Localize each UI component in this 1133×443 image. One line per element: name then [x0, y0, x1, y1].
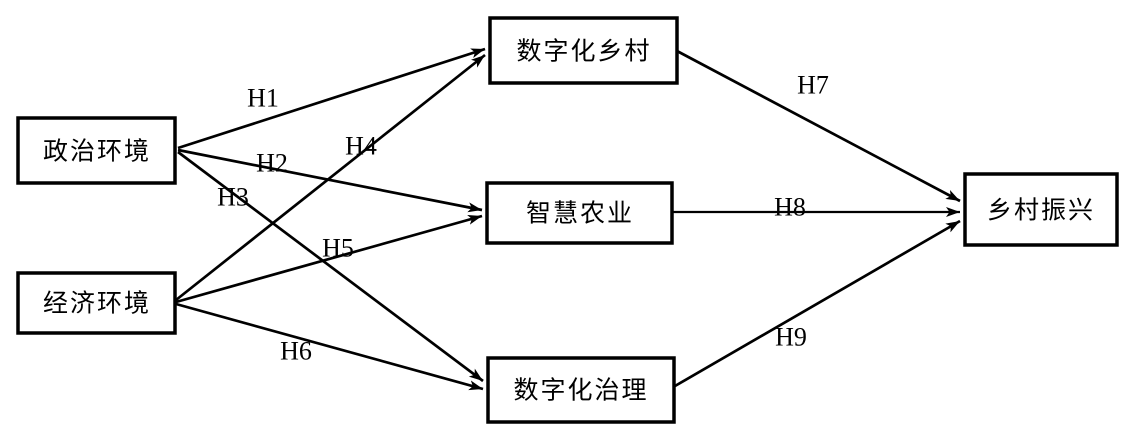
edge-group [175, 47, 961, 391]
node-digital-village: 数字化乡村 [488, 16, 679, 85]
node-smart-agriculture: 智慧农业 [485, 181, 674, 245]
edge-h9-digital-governance-to-rural [674, 219, 961, 388]
node-digital-village-box [488, 16, 679, 85]
edge-h2-political-to-smart-agriculture [177, 148, 483, 213]
edge-label-h9: H9 [775, 323, 807, 352]
edge-label-h1: H1 [247, 84, 279, 113]
edge-label-h5: H5 [322, 234, 354, 263]
node-rural-revitalization: 乡村振兴 [963, 172, 1119, 247]
node-digital-governance: 数字化治理 [486, 356, 676, 424]
node-digital-village-label: 数字化乡村 [516, 38, 651, 66]
node-economic-environment-label: 经济环境 [43, 290, 151, 318]
node-group: 政治环境 经济环境 数字化乡村 智慧农业 数字化治理 乡村振兴 [16, 16, 1119, 424]
edge-h7-digital-village-to-rural [676, 49, 961, 203]
edge-label-h2: H2 [256, 149, 288, 178]
node-political-environment-box [16, 116, 177, 185]
edge-label-h3: H3 [217, 183, 249, 212]
edge-label-group: H1 H2 H3 H4 H5 H6 H7 H8 H9 [217, 71, 829, 366]
node-political-environment-label: 政治环境 [43, 138, 151, 166]
node-political-environment: 政治环境 [16, 116, 177, 185]
edge-label-h8: H8 [774, 193, 806, 222]
edge-label-h6: H6 [280, 337, 312, 366]
edge-h5-economic-to-smart-agriculture [175, 214, 483, 304]
node-economic-environment-box [16, 271, 177, 335]
node-digital-governance-label: 数字化治理 [513, 377, 648, 405]
edge-h6-economic-to-digital-governance [175, 302, 484, 391]
node-rural-revitalization-label: 乡村振兴 [987, 197, 1095, 225]
node-rural-revitalization-box [963, 172, 1119, 247]
edge-h3-political-to-digital-governance [177, 150, 484, 383]
edge-h4-economic-to-digital-village [175, 53, 486, 302]
edge-label-h7: H7 [797, 71, 829, 100]
edge-h1-political-to-digital-village [177, 47, 486, 150]
edge-label-h4: H4 [345, 132, 377, 161]
node-smart-agriculture-label: 智慧农业 [526, 200, 634, 228]
node-smart-agriculture-box [485, 181, 674, 245]
node-digital-governance-box [486, 356, 676, 424]
node-economic-environment: 经济环境 [16, 271, 177, 335]
